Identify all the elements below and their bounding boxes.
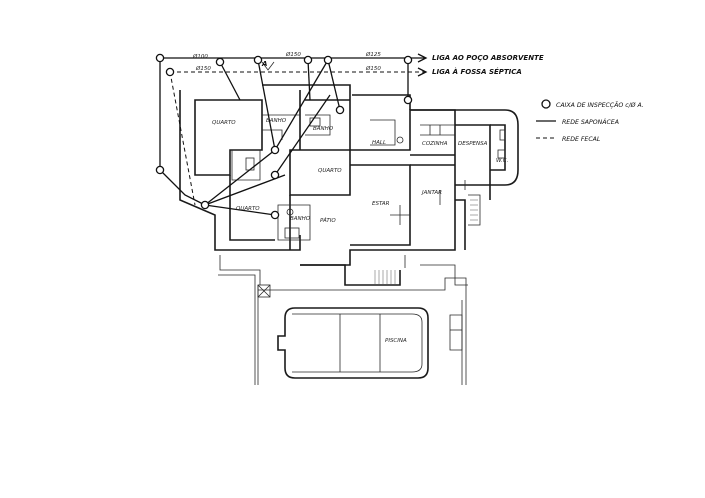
annotation-liga-fossa: LIGA À FOSSA SÉPTICA xyxy=(432,67,522,76)
inspection-box xyxy=(270,145,280,155)
inspection-box xyxy=(155,165,165,175)
room-label-quarto: QUARTO xyxy=(318,168,342,174)
dimension-label: Ø100 xyxy=(192,53,208,60)
room-label-wc: W.C. xyxy=(496,158,509,164)
legend-inspection-box-icon xyxy=(541,99,551,109)
room-label-despensa: DESPENSA xyxy=(458,141,488,147)
room-label-banho: BANHO xyxy=(313,126,334,132)
inspection-box xyxy=(403,55,413,65)
inspection-box xyxy=(253,55,263,65)
inspection-box xyxy=(335,105,345,115)
dimension-label: Ø150 xyxy=(365,65,381,72)
legend-caixa-label: CAIXA DE INSPECÇÃO c/Ø A. xyxy=(556,100,644,109)
inspection-box xyxy=(165,67,175,77)
inspection-box xyxy=(303,55,313,65)
inspection-box xyxy=(215,57,225,67)
inspection-box xyxy=(270,170,280,180)
inspection-boxes xyxy=(155,53,413,220)
legend-rede-saponacea-label: REDE SAPONÁCEA xyxy=(562,117,619,126)
inspection-box xyxy=(270,210,280,220)
room-label-quarto: QUARTO xyxy=(236,206,260,212)
room-label-jantar: JANTAR xyxy=(421,190,442,196)
drainage-network xyxy=(159,53,428,216)
room-label-banho: BANHO xyxy=(290,216,311,222)
inspection-box xyxy=(323,55,333,65)
inspection-box xyxy=(155,53,165,63)
room-label-estar: ESTAR xyxy=(372,201,390,207)
inspection-box xyxy=(403,95,413,105)
garden-enclosure xyxy=(218,274,467,385)
dimension-label: Ø150 xyxy=(285,51,301,58)
legend-rede-fecal-label: REDE FECAL xyxy=(562,136,601,143)
interior-partitions xyxy=(231,114,506,241)
annotation-liga-poco: LIGA AO POÇO ABSORVENTE xyxy=(432,54,544,62)
room-label-cozinha: COZINHA xyxy=(422,141,448,147)
house-walls xyxy=(179,84,519,286)
swimming-pool xyxy=(277,307,429,379)
dimension-label: Ø125 xyxy=(365,51,381,58)
room-label-hall: HALL xyxy=(372,140,386,146)
legend: CAIXA DE INSPECÇÃO c/Ø A. REDE SAPONÁCEA… xyxy=(536,99,644,143)
section-marker: A xyxy=(261,60,267,68)
room-label-patio: PÁTIO xyxy=(320,217,336,224)
stairs xyxy=(374,194,481,285)
room-label-banho: BANHO xyxy=(266,118,287,124)
room-label-piscina: PISCINA xyxy=(385,338,407,344)
room-label-quarto: QUARTO xyxy=(212,120,236,126)
inspection-box xyxy=(200,200,210,210)
dimension-label: Ø150 xyxy=(195,65,211,72)
